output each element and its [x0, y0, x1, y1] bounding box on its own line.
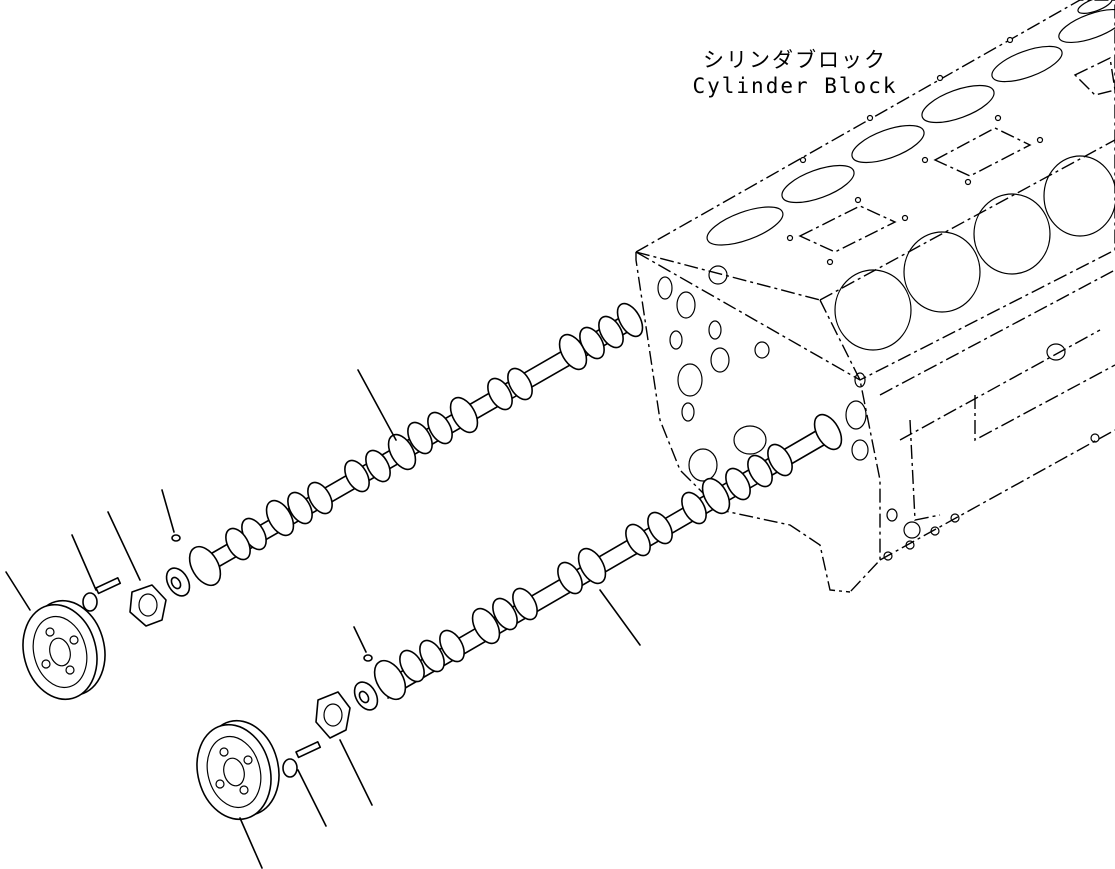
bolt-upper [82, 577, 122, 612]
thrust-plate-lower [315, 691, 351, 739]
camshaft-upper [165, 302, 644, 597]
front-face-ports [657, 265, 1066, 539]
thrust-plate-upper [129, 584, 167, 627]
bolt-lower [282, 741, 322, 778]
top-bores [706, 0, 1115, 246]
camshaft-lower [353, 413, 843, 711]
bottom-bolts [883, 433, 1100, 561]
key-upper [171, 534, 181, 542]
cylinder-block [634, 0, 1115, 593]
cylinder-block-label-en: Cylinder Block [692, 74, 898, 98]
leader-lines [5, 369, 641, 869]
cam-gear-lower [196, 719, 280, 821]
cam-gear-upper [22, 599, 106, 701]
cylinder-block-label-jp: シリンダブロック [703, 48, 887, 72]
key-lower [363, 654, 373, 662]
side-bores [834, 155, 1115, 351]
